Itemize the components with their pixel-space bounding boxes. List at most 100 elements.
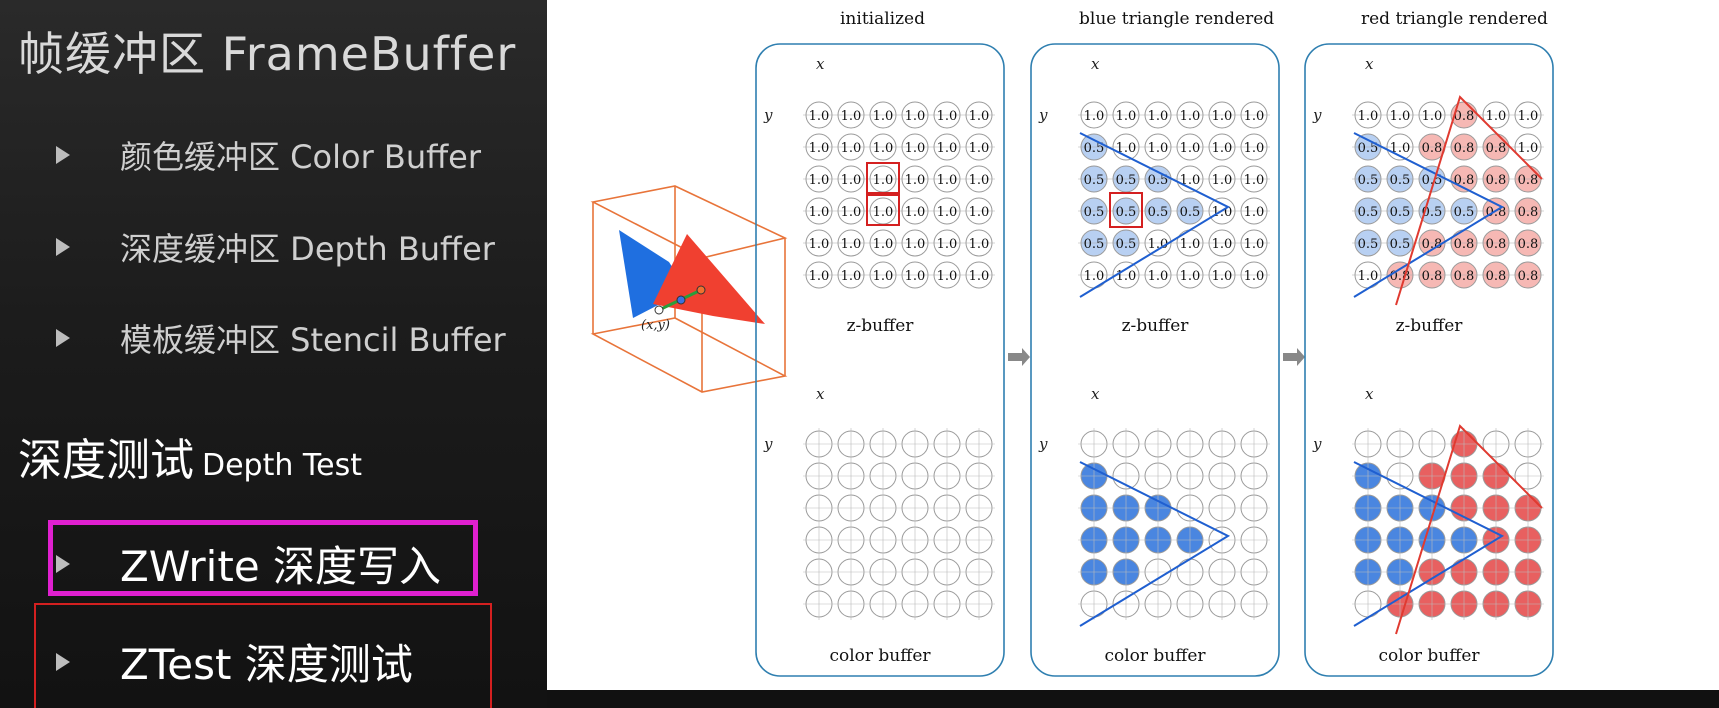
zbuffer-value: 1.0 — [1390, 109, 1411, 124]
zbuffer-value: 0.5 — [1084, 173, 1105, 188]
bullet-stencil-buffer: 模板缓冲区 Stencil Buffer — [0, 315, 506, 361]
zbuffer-value: 1.0 — [969, 109, 990, 124]
zbuffer-value: 1.0 — [809, 205, 830, 220]
zbuffer-value: 1.0 — [873, 269, 894, 284]
zbuffer-value: 0.8 — [1422, 237, 1443, 252]
colorbuffer-label: color buffer — [1378, 646, 1480, 666]
y-axis-label: y — [1312, 435, 1322, 453]
zbuffer-value: 0.8 — [1454, 109, 1475, 124]
zbuffer-value: 1.0 — [937, 141, 958, 156]
zbuffer-value: 1.0 — [969, 141, 990, 156]
zbuffer-value: 1.0 — [1518, 109, 1539, 124]
bullet-arrow-icon — [56, 652, 70, 671]
zbuffer-value: 1.0 — [969, 205, 990, 220]
zbuffer-value: 1.0 — [1212, 141, 1233, 156]
zbuffer-value: 0.5 — [1180, 205, 1201, 220]
zbuffer-value: 0.8 — [1486, 269, 1507, 284]
zbuffer-value: 0.8 — [1422, 269, 1443, 284]
zbuffer-value: 0.5 — [1422, 205, 1443, 220]
zbuffer-value: 1.0 — [809, 109, 830, 124]
zbuffer-value: 1.0 — [1212, 109, 1233, 124]
zbuffer-value: 1.0 — [969, 269, 990, 284]
zbuffer-value: 1.0 — [873, 173, 894, 188]
zbuffer-value: 1.0 — [1148, 141, 1169, 156]
zbuffer-value: 1.0 — [937, 205, 958, 220]
zbuffer-value: 1.0 — [873, 141, 894, 156]
zbuffer-value: 0.5 — [1454, 205, 1475, 220]
bullet-ztest: ZTest 深度测试 — [0, 631, 413, 692]
zbuffer-value: 0.8 — [1518, 237, 1539, 252]
zbuffer-value: 1.0 — [841, 173, 862, 188]
bullet-zwrite: ZWrite 深度写入 — [0, 533, 441, 594]
arrow-right-icon — [1283, 348, 1305, 366]
zbuffer-value: 0.5 — [1148, 173, 1169, 188]
point-label: (x,y) — [641, 318, 670, 333]
x-axis-label: x — [1365, 385, 1374, 403]
bullet-arrow-icon — [56, 238, 70, 256]
zbuffer-value: 1.0 — [1116, 269, 1137, 284]
zbuffer-value: 1.0 — [1244, 109, 1265, 124]
zbuffer-label: z-buffer — [847, 316, 915, 336]
zbuffer-value: 1.0 — [809, 141, 830, 156]
zbuffer-value: 1.0 — [1244, 237, 1265, 252]
zbuffer-value: 0.8 — [1486, 141, 1507, 156]
section-heading-en: Depth Test — [202, 448, 362, 483]
zbuffer-value: 1.0 — [1084, 269, 1105, 284]
zbuffer-value: 0.8 — [1422, 141, 1443, 156]
panel-0: initialized x y 1.0 1.0 1.0 1.0 1.0 1.0 1.0 1.0 1.0… — [755, 9, 1030, 677]
zbuffer-value: 1.0 — [905, 109, 926, 124]
red-hit-point — [696, 285, 706, 295]
buffer-panels: initialized x y 1.0 1.0 1.0 1.0 1.0 1.0 1.0 1.0 1.0… — [755, 9, 1554, 677]
y-axis-label: y — [763, 106, 773, 124]
zbuffer-value: 1.0 — [1212, 269, 1233, 284]
zbuffer-value: 0.5 — [1358, 141, 1379, 156]
zbuffer-value: 1.0 — [1244, 269, 1265, 284]
zbuffer-value: 1.0 — [1244, 141, 1265, 156]
zbuffer-value: 1.0 — [1244, 173, 1265, 188]
highlight-cell — [866, 162, 900, 194]
x-axis-label: x — [816, 55, 825, 73]
bottom-strip — [547, 690, 1719, 708]
zbuffer-value: 1.0 — [873, 205, 894, 220]
zbuffer-value: 1.0 — [1358, 109, 1379, 124]
zbuffer-value: 1.0 — [1180, 269, 1201, 284]
bullet-label: ZTest 深度测试 — [120, 640, 413, 689]
blue-triangle-edge — [1353, 132, 1505, 298]
zbuffer-value: 0.5 — [1358, 237, 1379, 252]
bullet-label: 颜色缓冲区 Color Buffer — [120, 138, 482, 176]
x-axis-label: x — [1365, 55, 1374, 73]
zbuffer-value: 0.5 — [1390, 205, 1411, 220]
zbuffer-value: 1.0 — [937, 269, 958, 284]
highlight-box-ztest — [34, 603, 492, 708]
zbuffer-value: 0.5 — [1422, 173, 1443, 188]
zbuffer-value: 1.0 — [841, 205, 862, 220]
zbuffer-value: 1.0 — [1084, 109, 1105, 124]
zbuffer-value: 1.0 — [873, 109, 894, 124]
zbuffer-value: 1.0 — [969, 237, 990, 252]
zbuffer-value: 0.8 — [1518, 205, 1539, 220]
panel-title: initialized — [840, 9, 925, 29]
slide-title: 帧缓冲区 FrameBuffer — [18, 27, 517, 81]
slide-left-panel: 帧缓冲区 FrameBuffer 颜色缓冲区 Color Buffer 深度缓冲… — [0, 0, 547, 708]
zbuffer-label: z-buffer — [1122, 316, 1190, 336]
zbuffer-value: 0.8 — [1486, 237, 1507, 252]
zbuffer-value: 1.0 — [841, 237, 862, 252]
zbuffer-value: 1.0 — [1148, 109, 1169, 124]
zbuffer-value: 1.0 — [1116, 141, 1137, 156]
zbuffer-value: 0.5 — [1084, 141, 1105, 156]
x-axis-label: x — [1091, 385, 1100, 403]
zbuffer-value: 0.8 — [1518, 173, 1539, 188]
zbuffer-value: 1.0 — [1180, 237, 1201, 252]
zbuffer-value: 1.0 — [905, 237, 926, 252]
bullet-arrow-icon — [56, 329, 70, 347]
zbuffer-value: 1.0 — [873, 237, 894, 252]
zbuffer-value: 1.0 — [1244, 205, 1265, 220]
zbuffer-value: 1.0 — [905, 173, 926, 188]
zbuffer-value: 1.0 — [1486, 109, 1507, 124]
bullet-arrow-icon — [56, 146, 70, 164]
zbuffer-value: 1.0 — [1180, 109, 1201, 124]
bullet-arrow-icon — [56, 554, 70, 573]
red-triangle-edge — [1395, 424, 1543, 635]
zbuffer-value: 1.0 — [1518, 141, 1539, 156]
